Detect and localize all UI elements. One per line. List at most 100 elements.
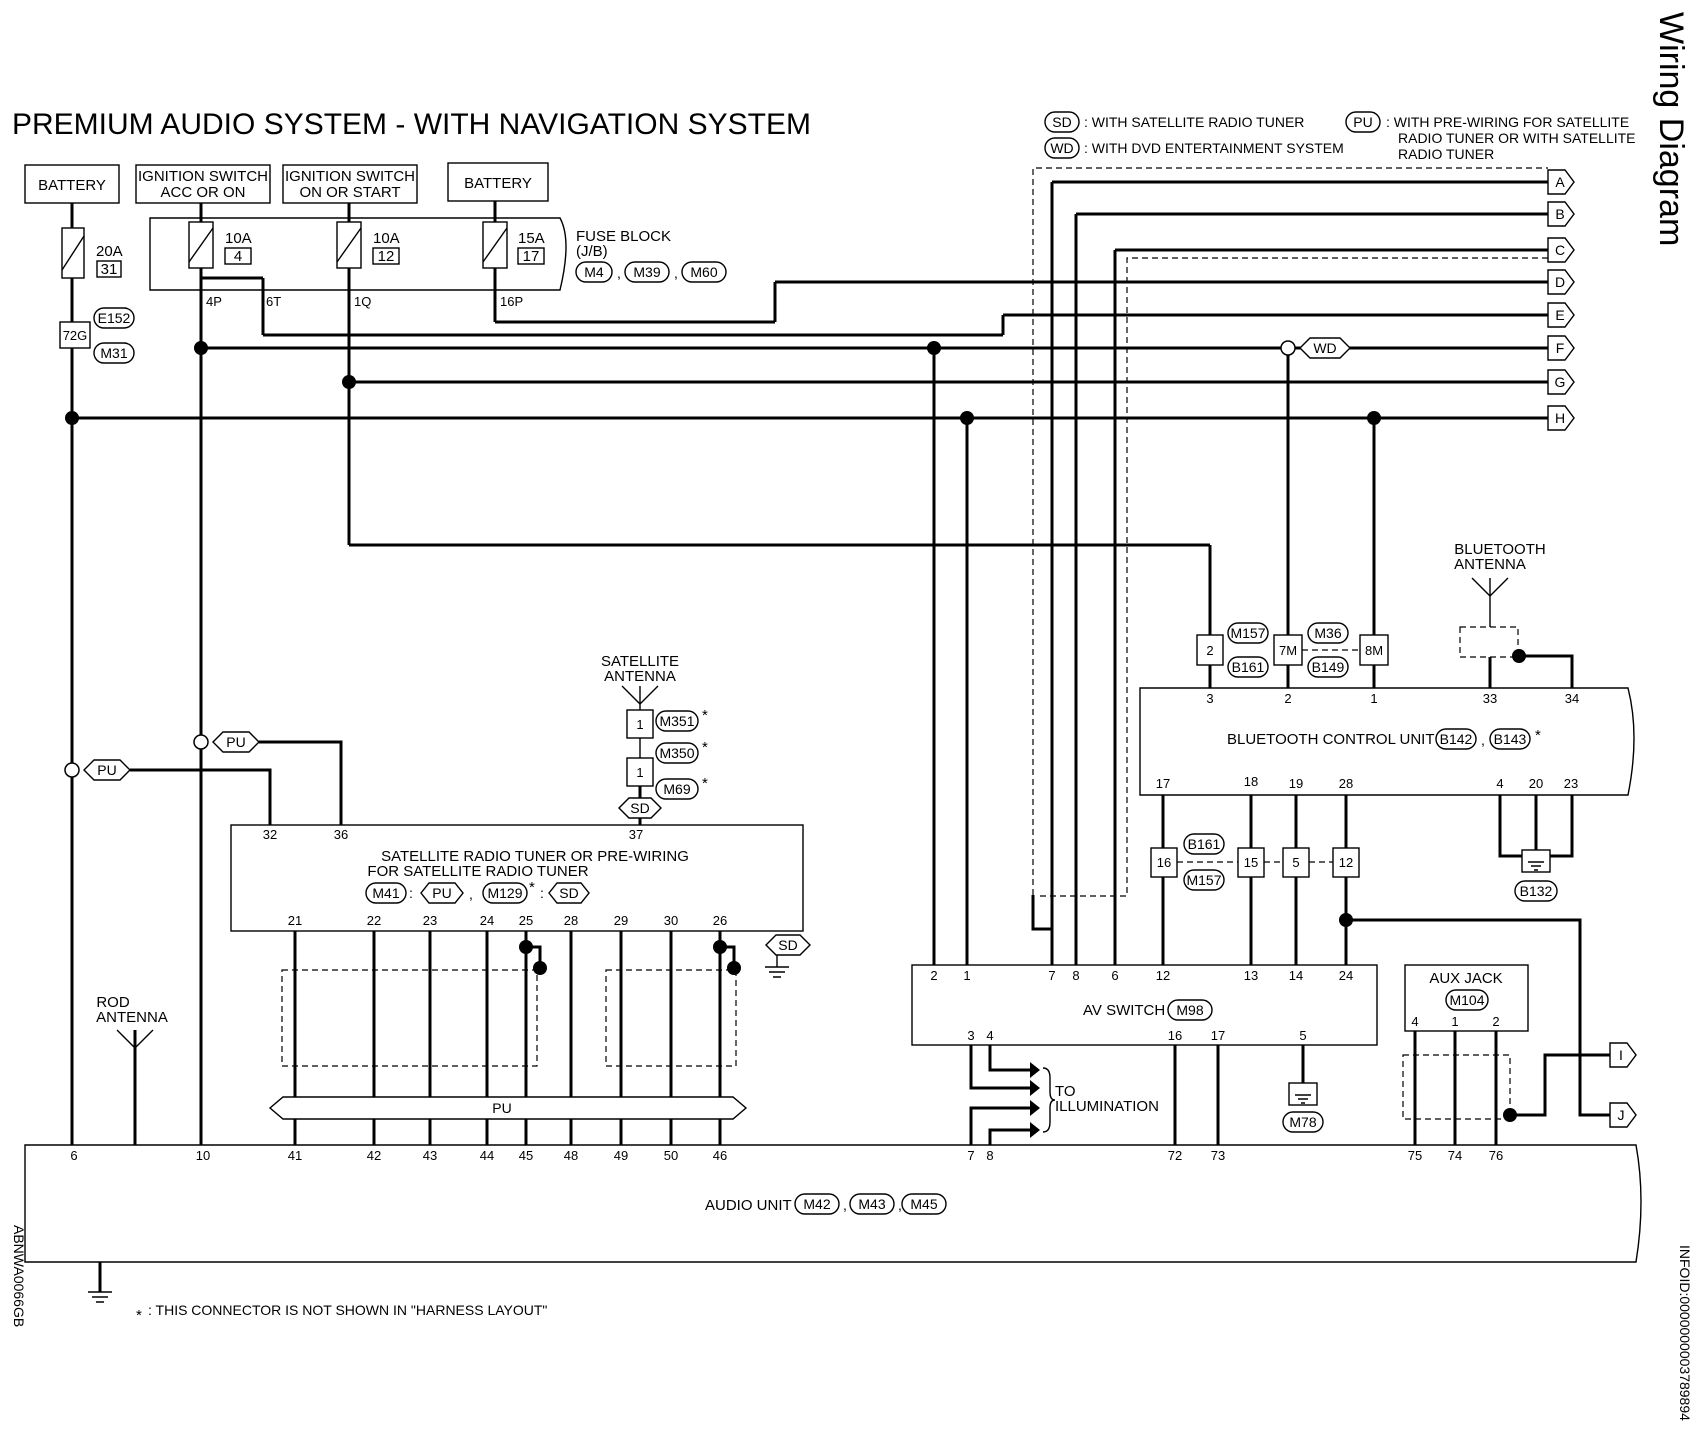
svg-text:I: I — [1619, 1047, 1623, 1063]
svg-text::: : — [540, 885, 544, 901]
svg-text:,: , — [843, 1197, 847, 1213]
legend: SD : WITH SATELLITE RADIO TUNER WD : WIT… — [1044, 111, 1636, 162]
svg-text:,: , — [674, 265, 678, 281]
svg-text:1: 1 — [636, 717, 643, 732]
svg-text:SD: SD — [1052, 114, 1071, 130]
sat-antenna-label: SATELLITE — [601, 653, 679, 670]
satellite-radio-tuner — [230, 824, 804, 932]
svg-text:B142: B142 — [1440, 731, 1473, 747]
legend-pu-tag — [1345, 111, 1381, 133]
svg-text:M104: M104 — [1449, 992, 1484, 1008]
ignition-switch-acc-box — [135, 164, 271, 204]
svg-text:M31: M31 — [100, 345, 127, 361]
svg-text:31: 31 — [101, 261, 118, 278]
svg-text:22: 22 — [367, 913, 381, 928]
svg-text:M78: M78 — [1289, 1114, 1316, 1130]
svg-text:(J/B): (J/B) — [576, 243, 608, 260]
fuse-block-label: FUSE BLOCK — [576, 228, 671, 245]
svg-text:10A: 10A — [373, 230, 400, 247]
svg-text:PU: PU — [432, 885, 451, 901]
svg-text:M157: M157 — [1230, 625, 1265, 641]
svg-text:7M: 7M — [1279, 643, 1297, 658]
arrow-connectors: A B C D E F G H — [1547, 169, 1575, 431]
svg-text:WD: WD — [1313, 340, 1336, 356]
svg-text:21: 21 — [288, 913, 302, 928]
svg-text:5: 5 — [1292, 855, 1299, 870]
svg-text:A: A — [1555, 174, 1565, 190]
svg-text:18: 18 — [1244, 774, 1258, 789]
connector-b142 — [1435, 728, 1477, 750]
arrow-I: I — [1609, 1042, 1637, 1068]
svg-text:M157: M157 — [1186, 872, 1221, 888]
svg-text:43: 43 — [423, 1148, 437, 1163]
svg-text:5: 5 — [1299, 1028, 1306, 1043]
svg-text:8: 8 — [1072, 968, 1079, 983]
connector-b143 — [1489, 728, 1531, 750]
svg-text:ANTENNA: ANTENNA — [1454, 556, 1526, 573]
svg-text:12: 12 — [378, 248, 395, 265]
svg-text:4: 4 — [986, 1028, 993, 1043]
illumination-label: TO — [1055, 1083, 1076, 1100]
svg-text:,: , — [469, 886, 473, 902]
svg-text:2: 2 — [1206, 643, 1213, 658]
av-inline-pin-16 — [1150, 847, 1178, 878]
svg-text:7: 7 — [1048, 968, 1055, 983]
sat-inline-pin-1a — [626, 709, 654, 739]
wd-tag — [1299, 337, 1351, 359]
pu-bus-wires — [293, 1119, 722, 1145]
svg-text:SD: SD — [630, 800, 649, 816]
pu-option-point-6 — [64, 762, 80, 778]
svg-text:19: 19 — [1289, 776, 1303, 791]
sat-tuner-label-2: FOR SATELLITE RADIO TUNER — [367, 863, 588, 880]
legend-pu-line3: RADIO TUNER — [1398, 146, 1494, 162]
tuner-shield-1 — [281, 969, 538, 1067]
svg-text:45: 45 — [519, 1148, 533, 1163]
bt-inline-pin-2 — [1196, 634, 1224, 666]
svg-text:15A: 15A — [518, 230, 545, 247]
sd-tag-antenna — [618, 797, 662, 819]
pu-bus — [268, 1096, 748, 1120]
svg-text:42: 42 — [367, 1148, 381, 1163]
svg-text:14: 14 — [1289, 968, 1303, 983]
svg-text:1: 1 — [636, 765, 643, 780]
connector-m69 — [655, 778, 699, 800]
svg-text:37: 37 — [629, 827, 643, 842]
svg-text:B132: B132 — [1520, 883, 1553, 899]
bt-antenna-label: BLUETOOTH — [1454, 541, 1545, 558]
connector-m104 — [1445, 989, 1489, 1011]
svg-text:8M: 8M — [1365, 643, 1383, 658]
sat-tuner-top-pins: 32 36 37 — [263, 827, 643, 842]
arrow-B: B — [1547, 201, 1575, 227]
arrow-A: A — [1547, 169, 1575, 195]
svg-text:12: 12 — [1156, 968, 1170, 983]
fusible-link-connector — [59, 321, 91, 349]
arrow-J: J — [1609, 1102, 1637, 1128]
svg-text:2: 2 — [930, 968, 937, 983]
legend-sd-text: : WITH SATELLITE RADIO TUNER — [1084, 114, 1304, 130]
svg-text:25: 25 — [519, 913, 533, 928]
svg-text:4: 4 — [1411, 1014, 1418, 1029]
av-ground-icon — [1288, 1082, 1318, 1106]
svg-text:16: 16 — [1168, 1028, 1182, 1043]
sat-tuner-connectors: M41 : PU , M129 * : SD — [365, 879, 590, 904]
arrow-D: D — [1547, 269, 1575, 295]
svg-text:26: 26 — [713, 913, 727, 928]
svg-text:*: * — [1535, 727, 1541, 744]
av-switch-upper-wires — [932, 167, 1548, 965]
svg-text::: : — [409, 885, 413, 901]
svg-text:BATTERY: BATTERY — [38, 177, 106, 194]
audio-ground-icon — [88, 1291, 112, 1303]
audio-unit-connectors: M42 , M43 , M45 — [794, 1193, 947, 1215]
bt-bottom-pins: 17 18 19 28 4 20 23 — [1156, 774, 1578, 791]
svg-text:6: 6 — [1111, 968, 1118, 983]
svg-text:M41: M41 — [372, 885, 399, 901]
fuse-block-pins: 4P 6T 1Q 16P — [206, 294, 523, 309]
svg-text:24: 24 — [1339, 968, 1353, 983]
svg-text:48: 48 — [564, 1148, 578, 1163]
svg-text:16P: 16P — [500, 294, 523, 309]
svg-text:M43: M43 — [858, 1196, 885, 1212]
info-id: INFOID:0000000003789894 — [1677, 1245, 1693, 1421]
connector-e152 — [93, 307, 135, 329]
svg-text:M350: M350 — [659, 745, 694, 761]
svg-text:1: 1 — [1451, 1014, 1458, 1029]
